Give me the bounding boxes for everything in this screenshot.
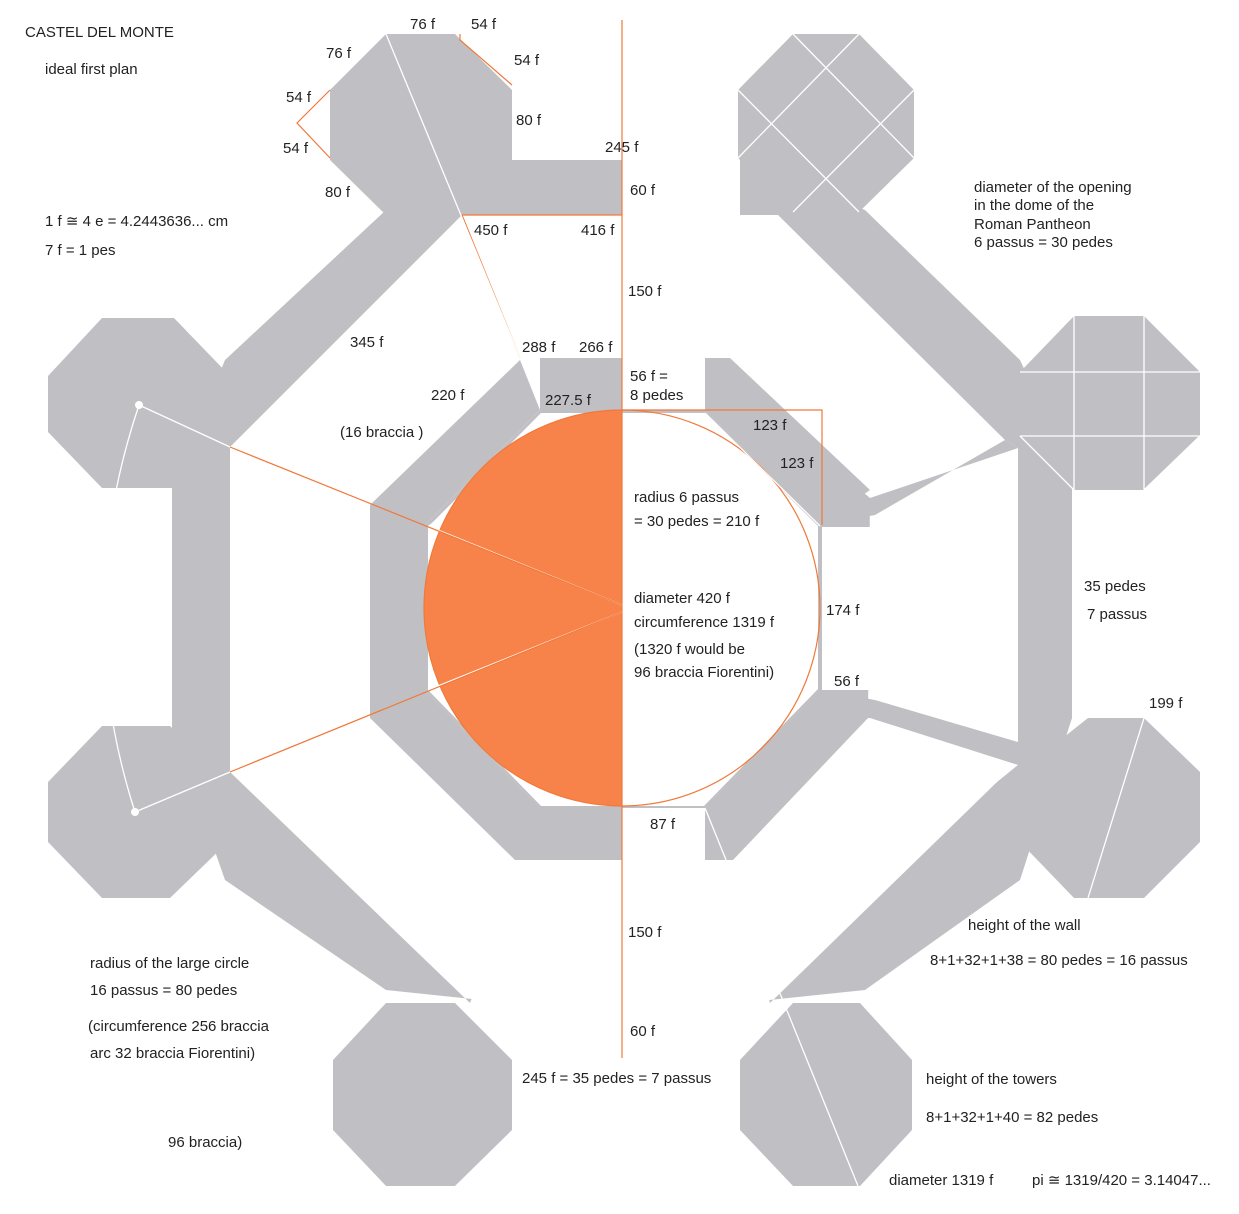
room-right-gap: [822, 527, 873, 690]
dim-54-left-b: 54 f: [283, 140, 309, 157]
dim-60-bottom: 60 f: [630, 1023, 656, 1040]
large-circle-line-3: (circumference 256 braccia: [88, 1018, 270, 1035]
dim-80-right: 80 f: [516, 112, 542, 129]
dim-54-left-a: 54 f: [286, 89, 312, 106]
wall-height-formula: 8+1+32+1+38 = 80 pedes = 16 passus: [930, 952, 1188, 969]
diagonal-bottom-right-tower: [1087, 717, 1145, 899]
dim-174: 174 f: [826, 602, 860, 619]
radius-line-1: radius 6 passus: [634, 489, 739, 506]
tower-diagonal-top-left: [385, 33, 521, 359]
dim-220: 220 f: [431, 387, 465, 404]
dim-123-b: 123 f: [780, 455, 814, 472]
dim-450: 450 f: [474, 222, 508, 239]
dim-mark-54-top: [459, 34, 513, 86]
bottom-diameter: diameter 1319 f: [889, 1172, 994, 1189]
large-circle-line-5: 96 braccia): [168, 1134, 242, 1151]
tower-right: [1020, 316, 1200, 490]
dim-8-pedes: 8 pedes: [630, 387, 683, 404]
tower-height-formula: 8+1+32+1+40 = 82 pedes: [926, 1109, 1098, 1126]
dim-76-left: 76 f: [326, 45, 352, 62]
orange-ray-lower: [229, 611, 623, 773]
large-arc-chord-top: [138, 404, 231, 448]
circle-note-1: (1320 f would be: [634, 641, 745, 658]
room-bottom: [470, 860, 770, 1003]
diagonal-1319: [704, 807, 859, 1187]
tower-grid-right: [1019, 316, 1201, 491]
arc-point-top: [135, 401, 143, 409]
gate-top: [622, 160, 740, 215]
tower-top-right: [738, 34, 914, 212]
large-arc-chord-bottom: [134, 771, 231, 813]
orange-ray-upper: [229, 446, 623, 606]
quadrant-square: [622, 409, 823, 525]
pantheon-line-3: Roman Pantheon: [974, 216, 1091, 233]
dim-227: 227.5 f: [545, 392, 592, 409]
dim-87: 87 f: [650, 816, 676, 833]
dim-56-eq: 56 f =: [630, 368, 668, 385]
large-circle-line-4: arc 32 braccia Fiorentini): [90, 1045, 255, 1062]
dim-80-left: 80 f: [325, 184, 351, 201]
title: CASTEL DEL MONTE: [25, 24, 174, 41]
dim-288: 288 f: [522, 339, 556, 356]
dim-345: 345 f: [350, 334, 384, 351]
room-top-gap: [622, 358, 705, 410]
dim-16-braccia: (16 braccia ): [340, 424, 423, 441]
large-circle-line-2: 16 passus = 80 pedes: [90, 982, 237, 999]
dim-266: 266 f: [579, 339, 613, 356]
circle-note-2: 96 braccia Fiorentini): [634, 664, 774, 681]
dim-54-right: 54 f: [514, 52, 540, 69]
dim-150-bottom: 150 f: [628, 924, 662, 941]
units-line-1: 1 f ≅ 4 e = 4.2443636... cm: [45, 213, 228, 230]
units-line-2: 7 f = 1 pes: [45, 242, 115, 259]
courtyard-half-disc: [424, 410, 622, 806]
dim-56-b: 56 f: [834, 673, 860, 690]
dim-54-top: 54 f: [471, 16, 497, 33]
tower-bottom-right: [1020, 718, 1200, 898]
bottom-pi: pi ≅ 1319/420 = 3.14047...: [1032, 1172, 1211, 1189]
dim-150-top: 150 f: [628, 283, 662, 300]
spoke-bottom-right: [820, 690, 1018, 765]
diameter-label: diameter 420 f: [634, 590, 731, 607]
arc-point-bottom: [131, 808, 139, 816]
large-circle-line-1: radius of the large circle: [90, 955, 249, 972]
dim-76-top: 76 f: [410, 16, 436, 33]
room-bottom-gap: [622, 808, 705, 860]
room-top: [462, 215, 778, 358]
subtitle: ideal first plan: [45, 61, 138, 78]
dim-245-bottom: 245 f = 35 pedes = 7 passus: [522, 1070, 711, 1087]
pantheon-line-1: diameter of the opening: [974, 179, 1132, 196]
spoke-right: [822, 440, 1018, 525]
pantheon-line-2: in the dome of the: [974, 197, 1094, 214]
circumference-label: circumference 1319 f: [634, 614, 775, 631]
right-pedes: 35 pedes: [1084, 578, 1146, 595]
wall-height-heading: height of the wall: [968, 917, 1081, 934]
large-circle-arc: [102, 404, 140, 813]
dim-60-top: 60 f: [630, 182, 656, 199]
tower-bottom-left-2: [333, 1003, 512, 1186]
gate-bottom: [510, 1003, 622, 1058]
dim-245-top: 245 f: [605, 139, 639, 156]
tower-height-heading: height of the towers: [926, 1071, 1057, 1088]
quadrant-diagonal: [704, 412, 821, 527]
tower-grid-top-right: [737, 33, 915, 213]
tower-top-left: [330, 34, 512, 215]
left-recess: [102, 488, 172, 726]
dim-mark-54-left: [296, 89, 331, 159]
pantheon-line-4: 6 passus = 30 pedes: [974, 234, 1113, 251]
dim-199: 199 f: [1149, 695, 1183, 712]
dim-416: 416 f: [581, 222, 615, 239]
right-passus: 7 passus: [1087, 606, 1147, 623]
dim-123-a: 123 f: [753, 417, 787, 434]
gate-bottom-right: [622, 1003, 740, 1058]
spoke-top-left: [370, 360, 540, 505]
tower-bottom-right-2: [740, 1003, 912, 1186]
radius-line-2: = 30 pedes = 210 f: [634, 513, 760, 530]
